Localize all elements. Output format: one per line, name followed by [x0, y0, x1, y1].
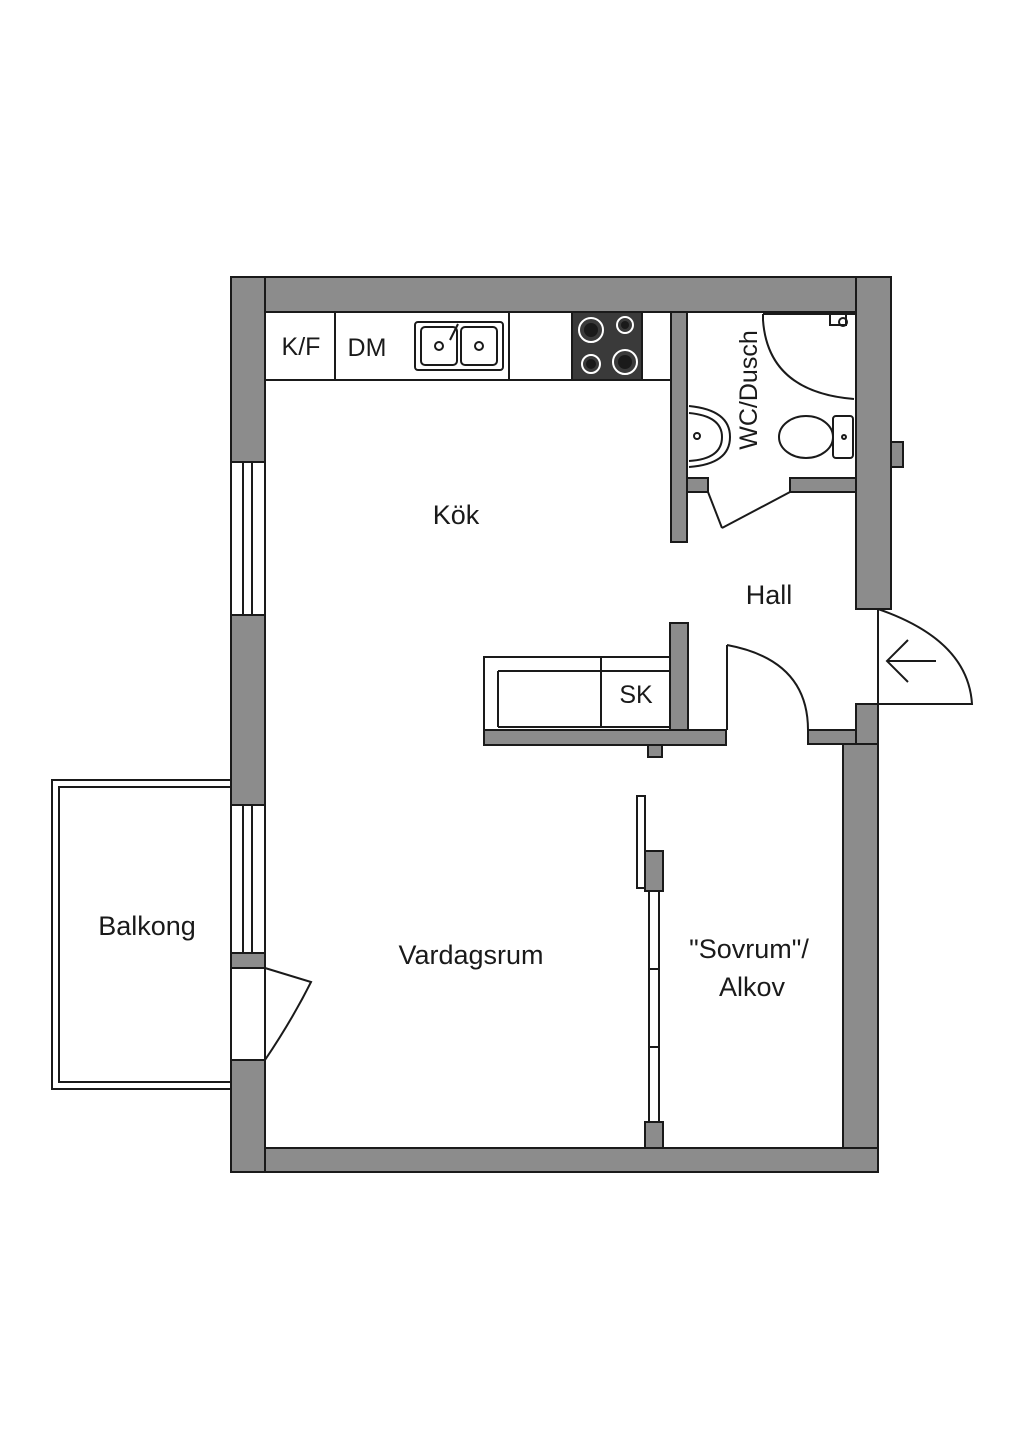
entrance-arrow-icon [885, 639, 936, 683]
dishwasher-label: DM [348, 334, 387, 362]
toilet-icon [778, 415, 854, 459]
windows [230, 461, 266, 954]
wall-bath-bottom-left [686, 477, 709, 493]
wall-sovrum-top [807, 729, 857, 745]
wall-partition-stub [647, 744, 663, 758]
window-kok [230, 461, 266, 616]
sliding-panels [636, 795, 660, 1123]
wall-right-notch [890, 441, 904, 468]
room-label-kok: Kök [433, 500, 480, 530]
window-vardagsrum [230, 804, 266, 954]
room-label-vardagsrum: Vardagsrum [398, 940, 543, 970]
wall-right-upper [855, 276, 892, 610]
wall-right-lower [855, 703, 879, 745]
room-label-balkong: Balkong [98, 911, 196, 941]
wall-left-2 [230, 614, 266, 806]
room-label-sovrum: "Sovrum"/ [689, 934, 809, 964]
wall-divider-bottom [644, 1121, 664, 1149]
wall-partition-bottom [483, 729, 727, 746]
wash-basin-icon [688, 405, 732, 468]
wall-partition-vertical [669, 622, 689, 731]
wall-left-4 [230, 1059, 266, 1173]
wardrobe-label: SK [619, 681, 653, 709]
balcony [51, 779, 232, 1090]
wall-left-1 [230, 276, 266, 463]
shower-icon [762, 312, 857, 400]
wall-left-3 [230, 952, 266, 969]
wall-top [230, 276, 892, 313]
room-label-hall: Hall [746, 580, 793, 610]
kitchen-sink-icon [414, 321, 504, 371]
doors [231, 491, 974, 1061]
stove-icon [571, 311, 643, 381]
wall-bottom [230, 1147, 879, 1173]
walls [230, 276, 904, 1173]
room-label-alkov: Alkov [719, 972, 786, 1002]
room-label-wc: WC/Dusch [735, 330, 763, 449]
wall-bath-left [670, 311, 688, 543]
wall-bath-bottom-right [789, 477, 857, 493]
wardrobe [483, 656, 671, 730]
wall-divider-top [644, 850, 664, 892]
fridge-freezer-label: K/F [282, 333, 321, 361]
wall-right-sovrum [842, 743, 879, 1173]
